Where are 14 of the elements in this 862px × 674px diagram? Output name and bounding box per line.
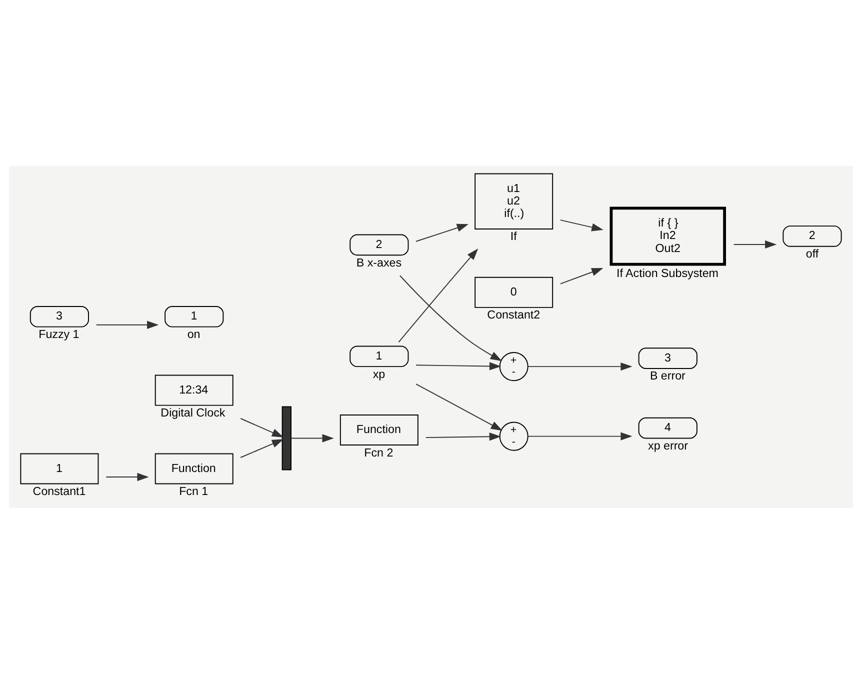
node-label: B error [650,370,686,383]
node-label: xp [372,368,386,381]
node-label: on [187,328,200,342]
node-label: B x-axes [356,256,402,270]
node-label: Digital Clock [160,406,226,420]
node-label: If [510,230,517,244]
node-label: Fcn 1 [179,485,208,498]
node-label: If Action Subsystem [616,267,718,280]
node-label: Constant2 [487,308,540,322]
node-label: off [806,248,819,261]
node-label: Constant1 [32,485,86,498]
node-label: xp error [648,439,688,452]
node-label: Fcn 2 [364,446,394,460]
node-label: Fuzzy 1 [38,328,80,342]
